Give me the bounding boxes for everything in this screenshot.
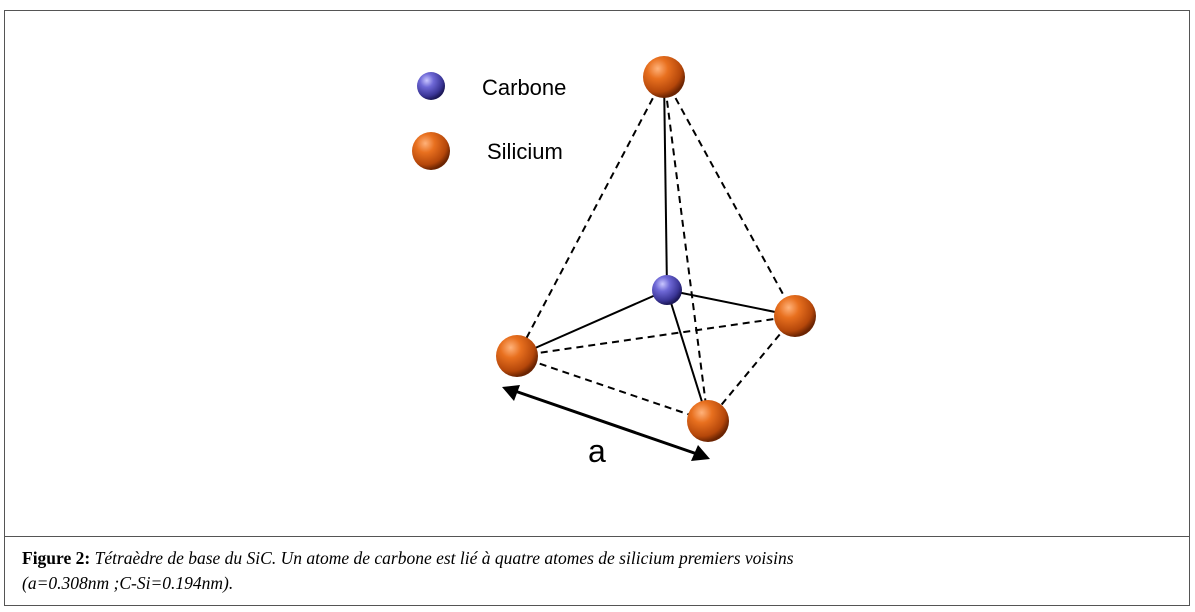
- legend-silicon-icon: [412, 132, 450, 170]
- edge-top-left: [516, 76, 665, 357]
- carbon-atom-center: [652, 275, 682, 305]
- dimension-label: a: [588, 433, 606, 469]
- bond-front: [666, 289, 709, 422]
- bond-left: [516, 289, 668, 357]
- bond-right: [666, 289, 796, 317]
- legend-silicon-label: Silicium: [487, 139, 563, 164]
- arrowhead-left: [502, 385, 520, 401]
- figure-frame: [4, 10, 1190, 606]
- bond-top: [663, 76, 668, 291]
- tetrahedron-diagram: a Carbone Silicium: [412, 56, 816, 469]
- legend-carbon-label: Carbone: [482, 75, 566, 100]
- caption-text-line1: Tétraèdre de base du SiC. Un atome de ca…: [94, 548, 794, 568]
- edge-left-right: [516, 315, 796, 357]
- silicon-atom-top: [643, 56, 685, 98]
- silicon-atom-right: [774, 295, 816, 337]
- legend-carbon-icon: [417, 72, 445, 100]
- caption-text-line2: (a=0.308nm ;C-Si=0.194nm).: [22, 573, 234, 593]
- dimension-arrow: [502, 385, 710, 461]
- legend: Carbone Silicium: [412, 72, 566, 170]
- edge-right-front: [707, 315, 796, 422]
- silicon-atom-front: [687, 400, 729, 442]
- edge-top-right: [663, 76, 796, 317]
- arrowhead-right: [691, 445, 710, 461]
- silicon-atom-left: [496, 335, 538, 377]
- tetrahedron-edges: [516, 76, 796, 422]
- caption-label: Figure 2:: [22, 548, 91, 568]
- edge-left-front: [516, 355, 709, 422]
- carbon-silicon-bonds: [516, 76, 796, 422]
- figure-panel: [5, 11, 1189, 537]
- figure-caption: Figure 2: Tétraèdre de base du SiC. Un a…: [22, 546, 1162, 596]
- edge-top-front: [663, 76, 709, 422]
